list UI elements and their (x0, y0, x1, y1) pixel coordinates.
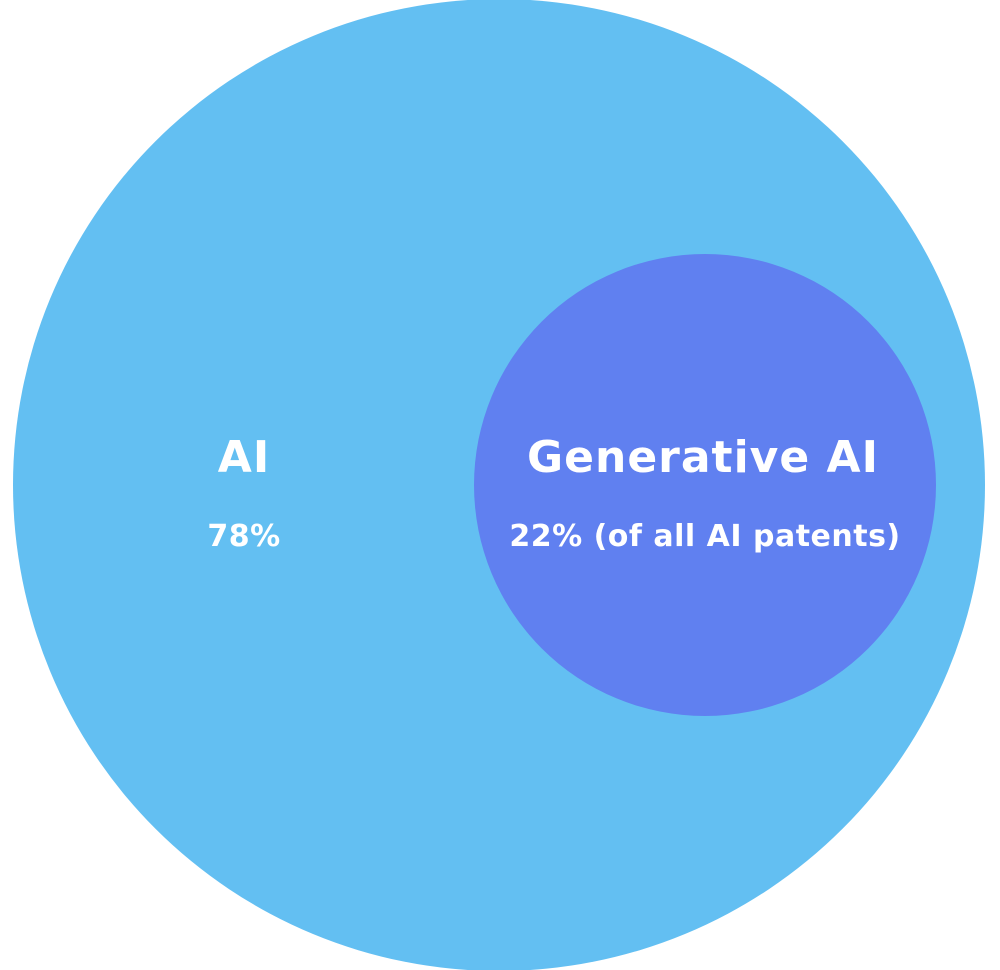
ai-title: AI (218, 432, 270, 483)
generative-ai-title: Generative AI (527, 432, 879, 483)
generative-ai-circle (474, 254, 936, 716)
generative-ai-percentage: 22% (of all AI patents) (509, 519, 900, 554)
ai-percentage: 78% (207, 519, 280, 554)
